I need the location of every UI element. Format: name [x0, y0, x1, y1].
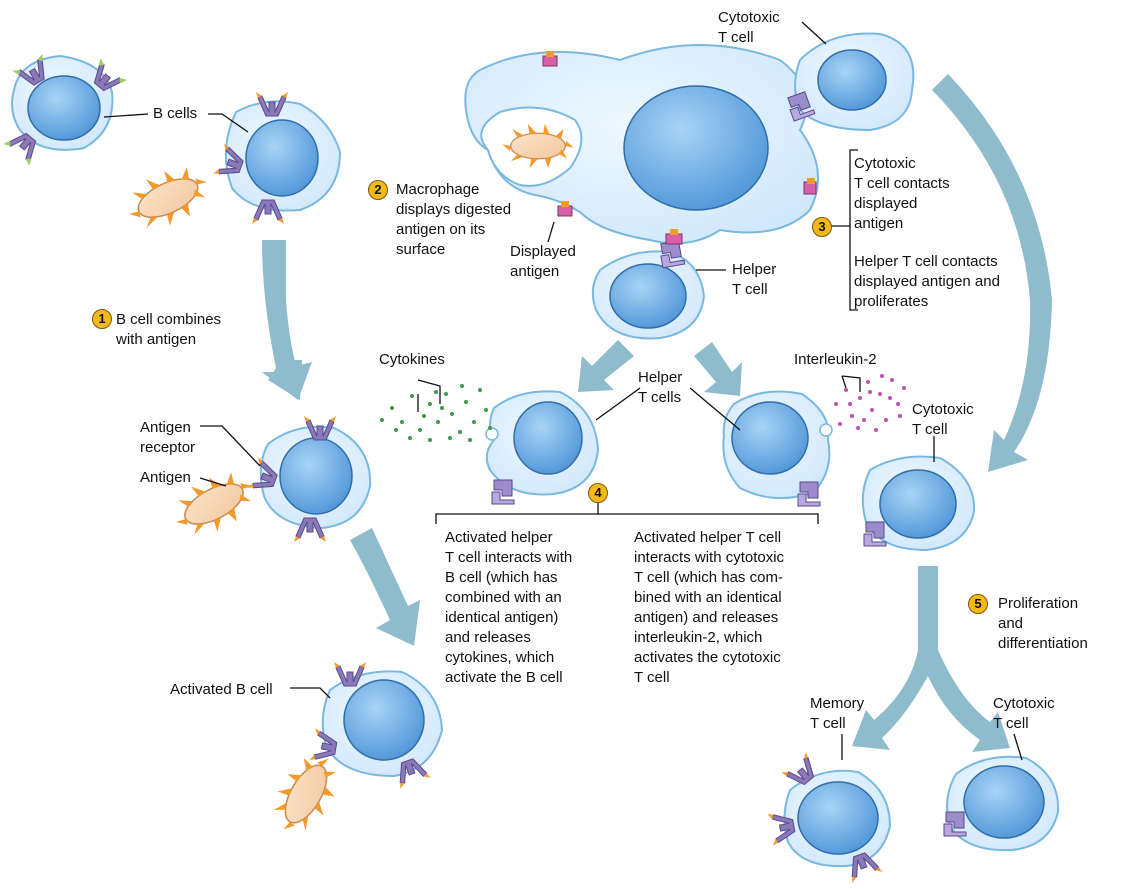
cytotoxic-t-cell-top	[785, 32, 915, 132]
process-arrows	[262, 74, 1052, 752]
step-4-badge: 4	[588, 483, 608, 503]
step-3-badge: 3	[812, 217, 832, 237]
label-activated-b-cell: Activated B cell	[170, 681, 273, 698]
step-2-badge: 2	[368, 180, 388, 200]
label-cytotoxic-t-cell-top: Cytotoxic T cell	[718, 9, 780, 46]
label-helper-t-cells: Helper T cells	[638, 369, 683, 406]
label-step4-right: Activated helper T cell interacts with c…	[634, 529, 785, 686]
label-step3-cytotoxic: Cytotoxic T cell contacts displayed anti…	[854, 155, 950, 232]
cytokine-dots	[380, 384, 492, 442]
label-step5: Proliferation and differentiation	[998, 595, 1088, 652]
step-1-badge: 1	[92, 309, 112, 329]
cytotoxic-t-cell-bottom	[943, 755, 1060, 852]
b-cell-antigen-bound	[246, 415, 372, 543]
helper-t-cell-right	[722, 390, 833, 507]
label-step1: B cell combines with antigen	[116, 311, 222, 348]
free-antigen	[118, 155, 218, 241]
cytotoxic-t-cell-mid	[861, 455, 976, 552]
label-cytotoxic-t-cell-mid: Cytotoxic T cell	[912, 401, 974, 438]
helper-t-cell-top	[591, 229, 706, 340]
interleukin-dots	[834, 374, 906, 432]
label-antigen-receptor: Antigen receptor	[140, 419, 196, 456]
label-step4-left: Activated helper T cell interacts with B…	[445, 529, 573, 686]
label-displayed-antigen: Displayed antigen	[510, 243, 576, 280]
label-step2: Macrophage displays digested antigen on …	[396, 181, 512, 258]
memory-t-cell	[766, 751, 892, 884]
label-memory-t-cell: Memory T cell	[810, 695, 865, 732]
activated-b-cell	[308, 661, 444, 790]
macrophage	[464, 44, 819, 245]
b-cell-top-right	[212, 91, 342, 225]
b-cell-top-left	[2, 53, 128, 167]
label-helper-t-cell: Helper T cell	[732, 261, 777, 298]
label-step3-helper: Helper T cell contacts displayed antigen…	[854, 253, 1000, 310]
label-cytotoxic-t-cell-bottom: Cytotoxic T cell	[993, 695, 1055, 732]
label-interleukin-2: Interleukin-2	[794, 351, 877, 368]
leader-lines	[103, 21, 1023, 761]
helper-t-cell-left	[485, 390, 600, 505]
label-cytokines: Cytokines	[379, 351, 445, 368]
label-antigen: Antigen	[140, 469, 191, 486]
step-5-badge: 5	[968, 594, 988, 614]
label-b-cells: B cells	[153, 105, 198, 122]
